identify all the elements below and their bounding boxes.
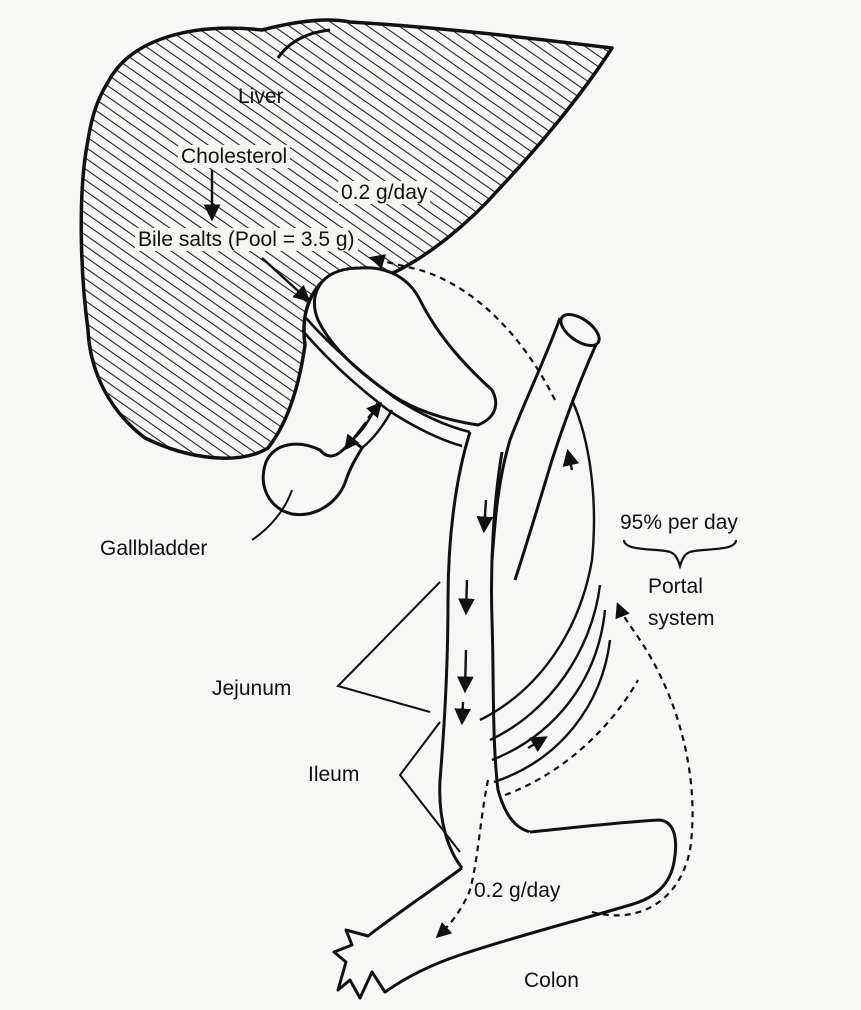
bile-flow-arrow-3 [465,650,466,690]
ileum-label: Ileum [308,764,359,785]
colon-label: Colon [524,970,579,991]
portal-vein-opening [556,308,605,351]
ileum-leader [400,722,460,852]
jejunum-label: Jejunum [212,678,291,699]
fecal-loss-label: 0.2 g/day [474,880,560,901]
reabsorption-label: 95% per day [620,512,738,533]
bile-flow-arrow-1 [484,500,486,530]
portal-return-2 [490,585,600,740]
colon-shape [334,820,676,998]
synthesis-rate-label: 0.2 g/day [338,181,430,204]
portal-vein-right [515,340,598,580]
portal-label: Portal [648,576,703,597]
duodenum-shape [315,268,496,425]
portal-return-1 [480,400,594,720]
bile-flow-arrow-2 [466,580,467,612]
cystic-duct-2 [362,410,392,448]
portal-vein-left [492,318,560,560]
portal-brace [624,540,736,566]
jejunum-leader [338,582,440,712]
gallbladder-label: Gallbladder [100,538,207,559]
gallbladder-shape [263,440,362,515]
liver-label: Liver [238,86,284,107]
system-label: system [648,608,715,629]
bile-flow-arrow-4 [462,702,463,722]
gallbladder-out-arrow [368,404,380,418]
bile-salts-label: Bile salts (Pool = 3.5 g) [135,228,358,251]
portal-arrow-up [568,452,572,470]
cholesterol-label: Cholesterol [178,145,290,168]
